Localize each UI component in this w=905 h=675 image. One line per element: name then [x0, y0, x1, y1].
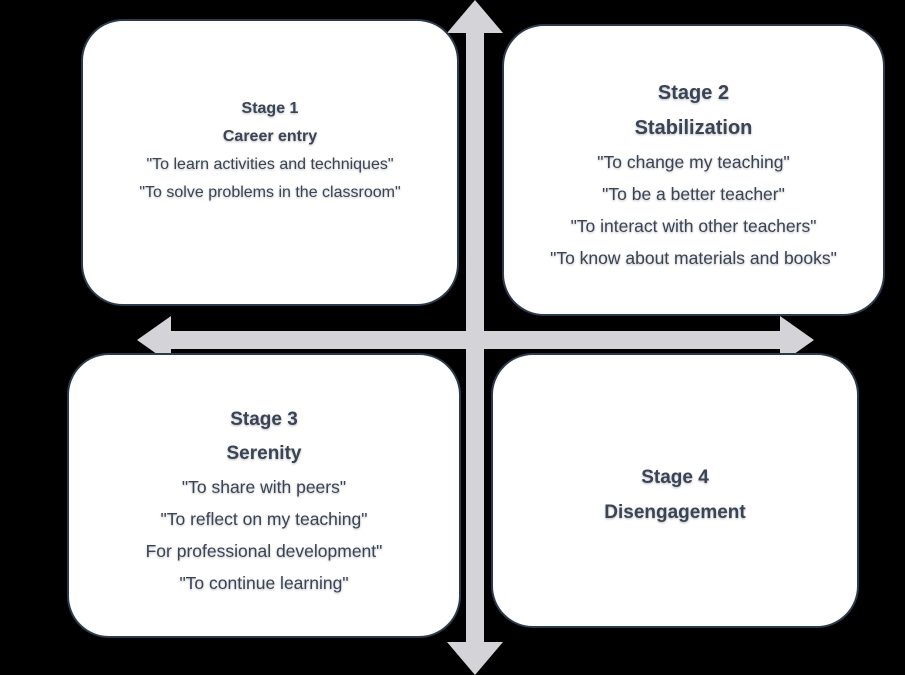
- stage-1-card: Stage 1 Career entry "To learn activitie…: [81, 19, 459, 306]
- horizontal-axis-arrow-left: [137, 316, 171, 364]
- stage-4-card: Stage 4 Disengagement: [491, 353, 859, 628]
- vertical-axis-arrow-up: [447, 0, 503, 33]
- stage-3-line-2: "To reflect on my teaching": [160, 508, 368, 529]
- horizontal-axis-arrow-right: [780, 316, 814, 364]
- stage-3-line-1: "To share with peers": [181, 476, 347, 497]
- stage-4-label: Stage 4: [641, 466, 709, 488]
- stage-3-label: Stage 3: [230, 408, 298, 430]
- stage-2-line-2: "To be a better teacher": [602, 184, 785, 204]
- stage-3-title: Serenity: [226, 442, 302, 464]
- stage-1-title: Career entry: [222, 127, 318, 145]
- stage-2-line-3: "To interact with other teachers": [570, 216, 817, 236]
- stage-2-line-1: "To change my teaching": [597, 152, 790, 172]
- stage-4-title: Disengagement: [604, 501, 746, 523]
- horizontal-axis-shaft: [168, 331, 784, 349]
- stage-1-line-2: "To solve problems in the classroom": [139, 183, 401, 201]
- stage-3-line-3: For professional development": [145, 540, 383, 561]
- stage-2-label: Stage 2: [657, 82, 730, 104]
- stage-3-card: Stage 3 Serenity "To share with peers" "…: [67, 353, 461, 638]
- stage-1-line-1: "To learn activities and techniques": [146, 155, 394, 173]
- stage-2-title: Stabilization: [634, 117, 753, 139]
- stage-1-label: Stage 1: [241, 99, 299, 117]
- stage-2-card: Stage 2 Stabilization "To change my teac…: [502, 24, 885, 316]
- stage-3-line-4: "To continue learning": [179, 572, 349, 593]
- stage-2-line-4: "To know about materials and books": [550, 248, 837, 268]
- vertical-axis-arrow-down: [447, 642, 503, 675]
